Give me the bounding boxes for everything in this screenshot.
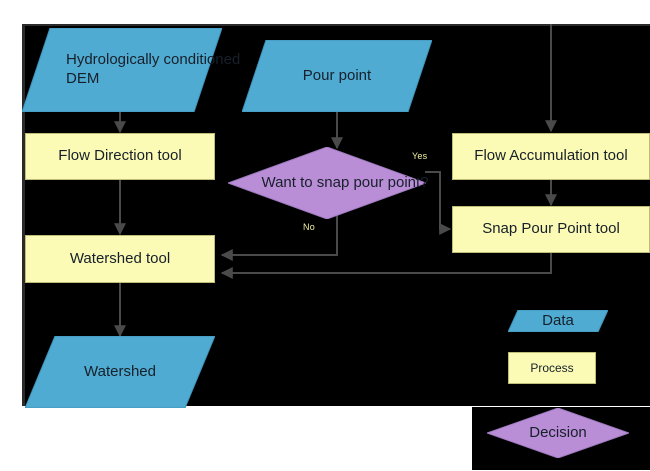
legend-label-process: Process (530, 360, 574, 375)
node-label: Watershed tool (69, 249, 171, 267)
legend-decision-shape: Decision (487, 408, 629, 458)
node-watershed-tool[interactable]: Watershed tool (25, 235, 215, 283)
node-label: Flow Accumulation tool (474, 147, 628, 165)
node-label: Flow Direction tool (58, 147, 182, 165)
node-label: Snap Pour Point tool (482, 220, 620, 238)
branch-label-yes: Yes (412, 151, 428, 161)
node-watershed-output[interactable]: Watershed (25, 336, 215, 408)
node-flow-accumulation-tool[interactable]: Flow Accumulation tool (452, 133, 650, 180)
branch-label-no: No (303, 222, 315, 232)
legend-data-shape: Data (508, 310, 608, 332)
legend-process-shape: Process (508, 352, 596, 384)
node-hydrologically-conditioned-dem[interactable]: Hydrologically conditioned DEM (22, 28, 240, 112)
node-pour-point[interactable]: Pour point (242, 40, 432, 112)
node-snap-decision[interactable]: Want to snap pour point? (228, 147, 429, 219)
node-flow-direction-tool[interactable]: Flow Direction tool (25, 133, 215, 180)
node-snap-pour-point-tool[interactable]: Snap Pour Point tool (452, 206, 650, 253)
